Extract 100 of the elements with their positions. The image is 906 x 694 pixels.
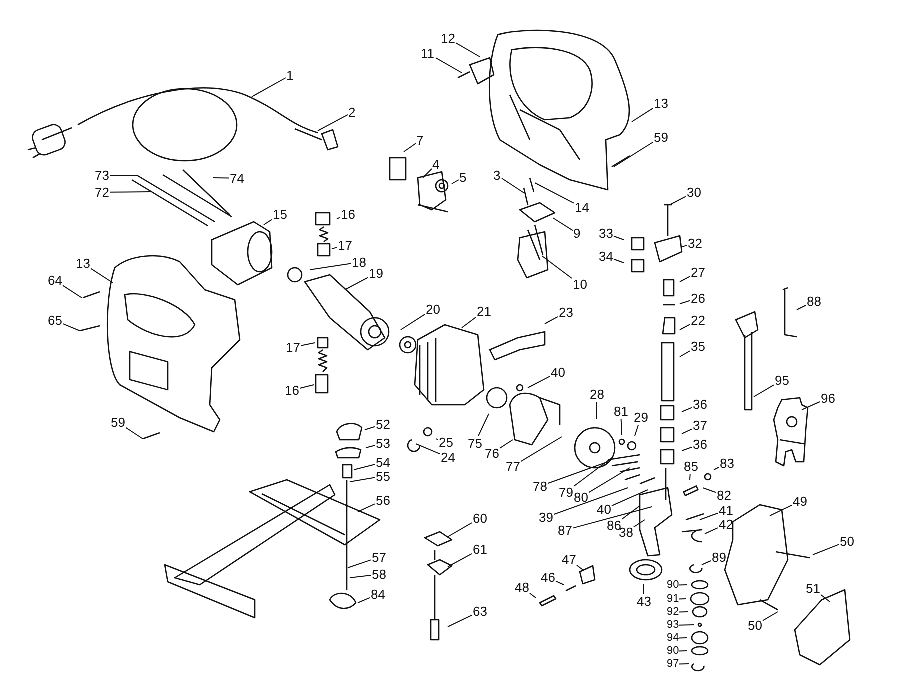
leader-line	[596, 402, 598, 420]
callout-number: 20	[425, 302, 442, 316]
leader-line	[462, 317, 476, 328]
leader-line	[344, 277, 368, 290]
callout-number: 24	[440, 450, 456, 464]
callout-number: 89	[711, 550, 728, 564]
callout-number: 22	[690, 312, 706, 328]
callout-number: 2	[348, 104, 357, 120]
leader-line	[632, 108, 654, 122]
callout-number: 91	[667, 594, 680, 604]
callout-number: 27	[690, 264, 706, 280]
callout-number: 17	[285, 340, 302, 354]
callout-number: 36	[692, 396, 708, 412]
leader-line	[62, 285, 82, 298]
callout-number: 79	[558, 484, 574, 500]
callout-number: 33	[598, 226, 614, 240]
callout-number: 39	[538, 510, 554, 524]
leader-line	[690, 474, 691, 480]
callout-number: 92	[667, 606, 680, 618]
leader-line	[448, 614, 472, 628]
leader-line	[110, 175, 138, 176]
leader-line	[770, 504, 792, 516]
leader-line	[264, 219, 272, 226]
callout-number: 78	[532, 478, 548, 494]
leader-line	[678, 598, 686, 600]
leader-line	[310, 263, 352, 270]
leader-line	[678, 638, 688, 639]
leader-line	[680, 324, 690, 330]
leader-line	[416, 444, 440, 455]
callout-number: 35	[690, 338, 706, 354]
leader-line	[704, 528, 718, 534]
leader-line	[556, 580, 564, 586]
callout-number: 86	[606, 518, 622, 532]
callout-number: 88	[806, 294, 822, 308]
leader-line	[456, 42, 480, 58]
callout-number: 32	[687, 236, 704, 250]
callout-number: 3	[492, 168, 502, 182]
leader-line	[680, 300, 690, 304]
callout-number: 59	[653, 130, 670, 144]
leader-line	[300, 384, 314, 389]
leader-line	[754, 384, 774, 398]
callout-number: 61	[472, 542, 488, 556]
callout-number: 12	[440, 30, 456, 46]
leader-line	[544, 316, 558, 324]
callout-number: 63	[472, 604, 488, 618]
callout-number: 96	[820, 390, 836, 406]
leader-line	[680, 350, 690, 358]
callout-number: 17	[337, 238, 354, 252]
callout-number: 50	[747, 618, 764, 632]
callout-number: 16	[340, 206, 356, 222]
leader-line	[762, 612, 778, 622]
callout-number: 94	[667, 632, 680, 644]
leader-line	[678, 650, 688, 652]
leader-line	[678, 664, 690, 665]
callout-number: 57	[371, 550, 388, 564]
leader-line	[520, 436, 562, 462]
leader-line	[634, 424, 640, 436]
callout-number: 75	[467, 436, 484, 450]
callout-number: 28	[589, 386, 606, 402]
leader-line	[500, 440, 514, 449]
leader-line	[528, 376, 550, 388]
callout-number: 65	[47, 312, 64, 328]
callout-number: 53	[375, 436, 392, 450]
leader-line	[478, 414, 490, 436]
callout-number: 1	[286, 68, 295, 82]
leader-line	[364, 426, 376, 430]
callout-number: 41	[718, 502, 734, 518]
leader-line	[358, 504, 376, 512]
leader-line	[634, 520, 646, 528]
leader-line	[548, 462, 608, 484]
leader-line	[436, 438, 438, 440]
leader-line	[622, 506, 640, 520]
leader-line	[702, 488, 716, 494]
leader-line	[576, 565, 584, 570]
callout-number: 84	[370, 586, 386, 602]
leader-line	[588, 468, 630, 494]
leader-line	[358, 597, 370, 604]
callout-number: 37	[692, 418, 708, 432]
callout-number: 85	[683, 458, 700, 474]
leader-line	[90, 268, 114, 284]
leader-line	[820, 594, 830, 602]
callout-number: 26	[690, 290, 706, 306]
leader-line	[366, 445, 376, 448]
leader-line	[110, 192, 150, 193]
callout-number: 56	[375, 492, 392, 508]
leader-line	[682, 428, 692, 434]
callout-number: 23	[558, 304, 574, 320]
leader-line	[812, 544, 840, 556]
leader-line	[534, 182, 574, 204]
leader-line	[318, 114, 348, 132]
callout-number: 7	[416, 132, 425, 148]
callout-number: 72	[94, 184, 110, 200]
leader-line	[552, 218, 574, 232]
leader-line	[404, 143, 416, 152]
callout-number: 49	[792, 494, 808, 508]
callout-number: 4	[432, 156, 441, 172]
callout-number: 42	[718, 516, 734, 532]
callout-number: 50	[839, 534, 856, 548]
leader-line	[350, 477, 376, 482]
callout-number: 30	[686, 184, 702, 200]
